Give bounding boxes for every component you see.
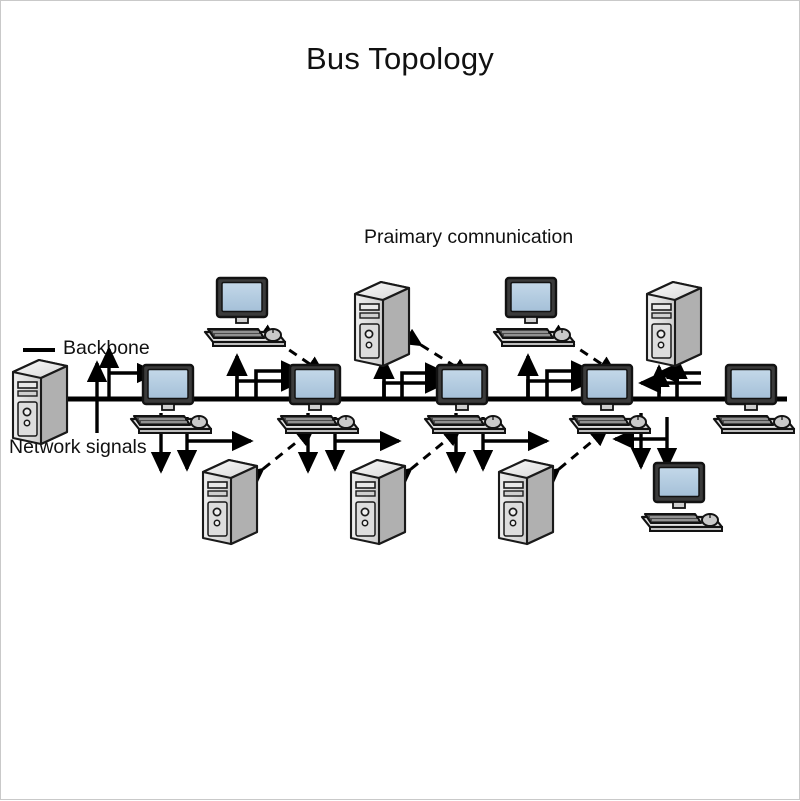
label-primary-communication: Praimary comnunication — [364, 226, 574, 248]
node-branch-server-bottom-1[interactable] — [201, 458, 259, 546]
node-branch-server-bottom-3[interactable] — [497, 458, 555, 546]
node-origin-server[interactable] — [11, 358, 69, 446]
node-branch-server-top-2[interactable] — [353, 280, 411, 368]
cluster-1-links — [98, 324, 325, 487]
node-branch-server-bottom-2[interactable] — [349, 458, 407, 546]
page-title: Bus Topology — [306, 41, 494, 76]
node-branch-pc-top-3[interactable] — [492, 276, 576, 348]
node-branch-pc-bottom-4[interactable] — [640, 461, 724, 533]
node-branch-server-top-4[interactable] — [645, 280, 703, 368]
cluster-2-links — [297, 328, 472, 487]
cluster-3-links — [445, 324, 617, 487]
node-branch-pc-top-1[interactable] — [203, 276, 287, 348]
